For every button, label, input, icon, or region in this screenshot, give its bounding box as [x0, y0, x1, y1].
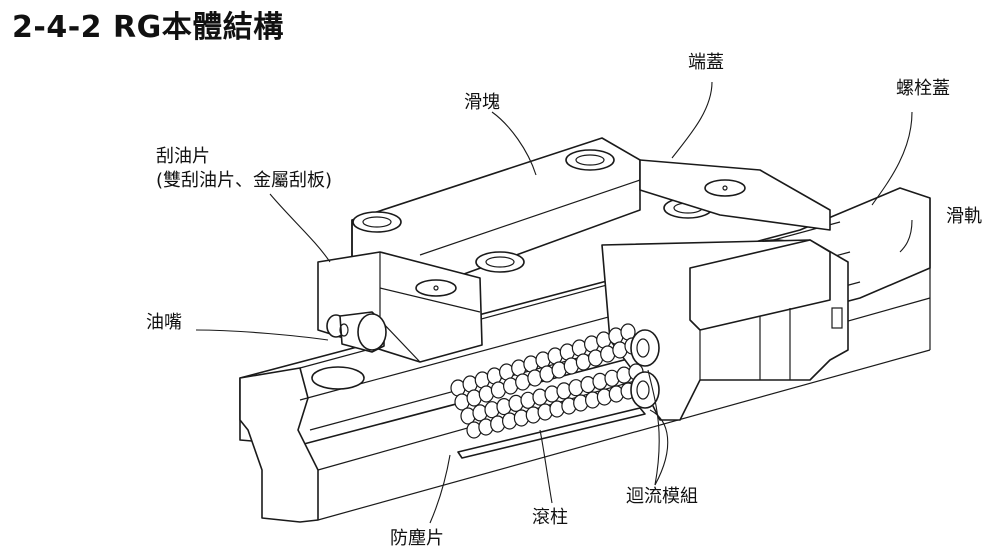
rail-mounting-hole: [311, 366, 365, 390]
label-roller: 滾柱: [532, 507, 568, 528]
label-block: 滑塊: [464, 92, 500, 113]
label-scraper-detail: (雙刮油片、金屬刮板): [156, 170, 333, 191]
seal-strip: [457, 407, 646, 459]
label-grease-nipple: 油嘴: [146, 312, 182, 333]
block-hole-3: [475, 251, 525, 273]
label-scraper: 刮油片: [156, 146, 210, 167]
grease-nipple: [326, 311, 387, 353]
label-bolt-cap: 螺栓蓋: [896, 78, 950, 99]
label-rail: 滑軌: [946, 206, 982, 227]
end-cap: [639, 159, 831, 231]
label-seal-strip: 防塵片: [390, 528, 444, 549]
label-recirculation: 迴流模組: [626, 486, 698, 507]
recirculation-module: [630, 329, 660, 409]
label-end-cap: 端蓋: [688, 52, 724, 73]
block-hole-1: [352, 211, 402, 233]
page-title: 2-4-2 RG本體結構: [12, 10, 284, 45]
leader-lines: [195, 81, 913, 524]
block-hole-2: [565, 149, 615, 171]
